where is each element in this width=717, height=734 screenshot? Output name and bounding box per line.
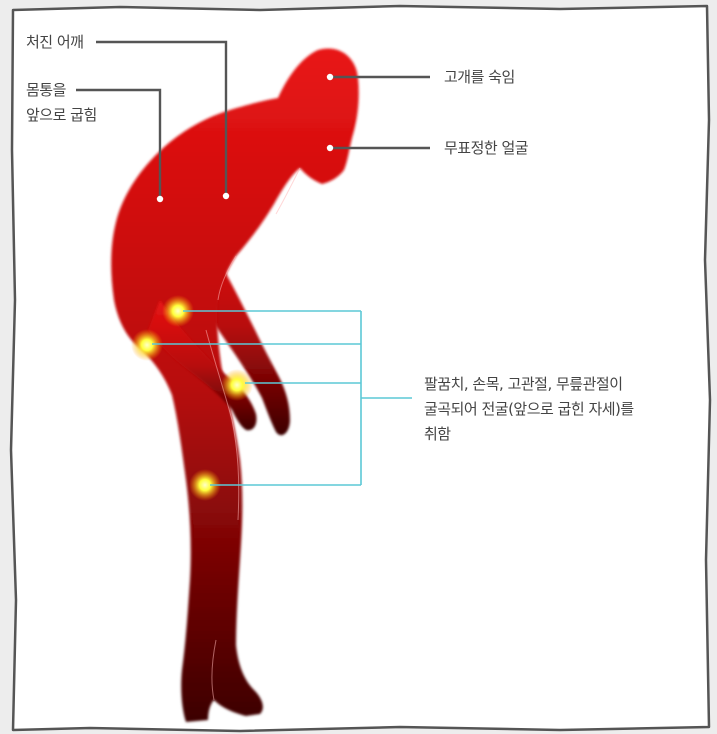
label-joints-line1: 팔꿈치, 손목, 고관절, 무릎관절이	[424, 372, 623, 397]
dot-face	[327, 145, 333, 151]
label-expressionless-face: 무표정한 얼굴	[444, 136, 528, 161]
label-trunk-bent-line2: 앞으로 굽힘	[26, 103, 97, 128]
label-head-bowed: 고개를 숙임	[444, 65, 515, 90]
dot-head	[327, 74, 333, 80]
dot-shoulder	[223, 193, 229, 199]
joint-wrist	[221, 369, 253, 401]
label-joints-line2: 굴곡되어 전굴(앞으로 굽힌 자세)를	[424, 397, 634, 422]
joint-hip	[131, 329, 163, 361]
label-trunk-bent-line1: 몸통을	[26, 78, 66, 103]
label-joints-line3: 취함	[424, 422, 451, 447]
label-drooping-shoulders: 처진 어깨	[26, 30, 83, 55]
dot-trunk	[157, 196, 163, 202]
